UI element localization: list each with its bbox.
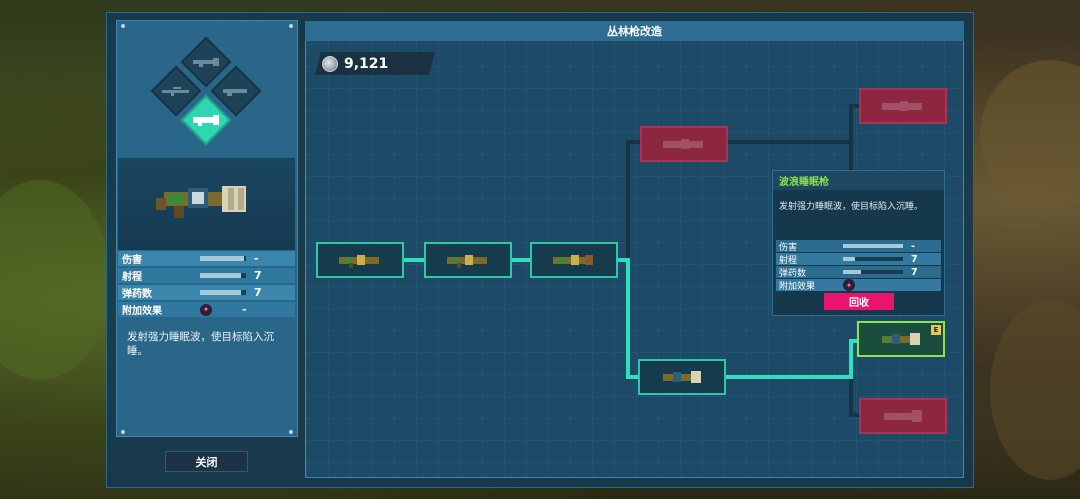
weapon-slot-right[interactable] — [210, 65, 262, 117]
silver-coin-icon — [322, 55, 338, 72]
upgrade-node-tier2[interactable] — [424, 242, 512, 278]
locked-gun-icon — [882, 101, 922, 111]
tooltip-title: 波浪睡眠枪 — [773, 171, 944, 190]
tooltip-stat-range: 射程 7 — [776, 253, 941, 266]
wave-gun-icon — [663, 371, 701, 383]
upgrade-node-tier1[interactable] — [316, 242, 404, 278]
corner-dot — [289, 430, 293, 434]
background-foliage — [990, 300, 1080, 480]
shotgun-icon — [223, 89, 247, 96]
tree-link — [402, 258, 426, 262]
stat-label: 射程 — [122, 272, 142, 283]
window-title: 丛林枪改造 — [305, 21, 964, 41]
weapon-tooltip: 波浪睡眠枪 发射强力睡眠波，使目标陷入沉睡。 伤害 - 射程 7 弹药数 7 附… — [772, 170, 945, 316]
stat-ammo: 弹药数 7 — [118, 285, 295, 300]
corner-dot — [121, 24, 125, 28]
stat-damage: 伤害 - — [118, 251, 295, 266]
upgrade-node-locked-upper[interactable] — [640, 126, 728, 162]
weapon-slot-left[interactable] — [150, 65, 202, 117]
upgrade-node-wave-branch[interactable] — [638, 359, 726, 395]
tree-link-locked — [725, 140, 852, 144]
weapon-description: 发射强力睡眠波，使目标陷入沉睡。 — [127, 331, 274, 357]
tooltip-description: 发射强力睡眠波，使目标陷入沉睡。 — [779, 202, 924, 212]
stat-bar — [200, 256, 246, 261]
equipped-badge: E — [931, 325, 941, 335]
weapon-stats: 伤害 - 射程 7 弹药数 7 附加效果 ✦ - — [118, 251, 295, 319]
stat-label: 弹药数 — [122, 289, 152, 300]
weapon-slot-bottom[interactable] — [180, 94, 232, 146]
upgrade-node-tier3[interactable] — [530, 242, 618, 278]
stat-bar — [843, 270, 903, 274]
sleep-effect-icon: ✦ — [200, 303, 212, 316]
stat-bar — [843, 244, 903, 248]
stat-label: 附加效果 — [779, 281, 816, 292]
background-foliage — [0, 180, 110, 380]
stat-label: 伤害 — [779, 242, 798, 253]
tooltip-stat-extra-effect: 附加效果 ✦ — [776, 279, 941, 292]
tree-link — [626, 375, 641, 379]
weapon-preview — [118, 158, 295, 250]
corner-dot — [121, 430, 125, 434]
stat-value: 7 — [254, 286, 262, 299]
tree-link — [725, 375, 852, 379]
jungle-gun-icon — [339, 255, 379, 268]
jungle-gun-icon — [447, 255, 487, 268]
corner-dot — [289, 24, 293, 28]
wave-sleep-gun-icon — [882, 333, 920, 345]
stat-label: 弹药数 — [779, 268, 807, 279]
tooltip-stats: 伤害 - 射程 7 弹药数 7 附加效果 ✦ — [773, 240, 944, 292]
background-foliage — [980, 60, 1080, 210]
weapon-slot-top[interactable] — [180, 36, 232, 88]
jungle-gun-icon — [553, 255, 593, 265]
tree-link — [849, 339, 853, 379]
upgrade-node-locked-bottom-right[interactable] — [859, 398, 947, 434]
tree-link — [849, 339, 859, 343]
tree-link-locked — [849, 379, 853, 415]
locked-gun-icon — [663, 139, 703, 149]
tree-link-locked — [626, 140, 641, 144]
stat-label: 射程 — [779, 255, 798, 266]
tree-link-locked — [849, 104, 861, 108]
tree-link-locked — [849, 104, 853, 174]
stat-value: - — [242, 303, 247, 316]
sleep-effect-icon: ✦ — [843, 279, 855, 291]
upgrade-node-wave-sleep-gun[interactable]: E — [857, 321, 945, 357]
stat-value: 7 — [254, 269, 262, 282]
wave-gun-icon — [193, 115, 219, 126]
stat-label: 伤害 — [122, 255, 142, 266]
tree-link — [616, 258, 629, 262]
sniper-rifle-icon — [162, 87, 189, 96]
stat-range: 射程 7 — [118, 268, 295, 283]
tooltip-stat-damage: 伤害 - — [776, 240, 941, 253]
stat-bar — [200, 290, 246, 295]
tree-link — [626, 258, 630, 378]
tree-link-locked — [849, 413, 861, 417]
rifle-icon — [193, 58, 219, 67]
locked-gun-icon — [884, 410, 922, 422]
close-button[interactable]: 关闭 — [165, 451, 248, 472]
upgrade-tree-panel — [305, 21, 964, 478]
upgrade-node-locked-top-right[interactable] — [859, 88, 947, 124]
currency-value: 9,121 — [344, 55, 389, 72]
wave-sleep-gun-sprite — [156, 186, 246, 218]
tree-link — [510, 258, 532, 262]
stat-value: - — [254, 252, 259, 265]
stat-extra-effect: 附加效果 ✦ - — [118, 302, 295, 317]
stat-value: 7 — [911, 266, 918, 278]
stat-label: 附加效果 — [122, 306, 162, 317]
tree-link-locked — [626, 140, 630, 258]
stat-bar — [200, 273, 246, 278]
recycle-button[interactable]: 回收 — [824, 293, 894, 310]
stat-bar — [843, 257, 903, 261]
stat-value: - — [911, 240, 915, 252]
currency-display: 9,121 — [322, 52, 388, 75]
stat-value: 7 — [911, 253, 918, 265]
tooltip-stat-ammo: 弹药数 7 — [776, 266, 941, 279]
